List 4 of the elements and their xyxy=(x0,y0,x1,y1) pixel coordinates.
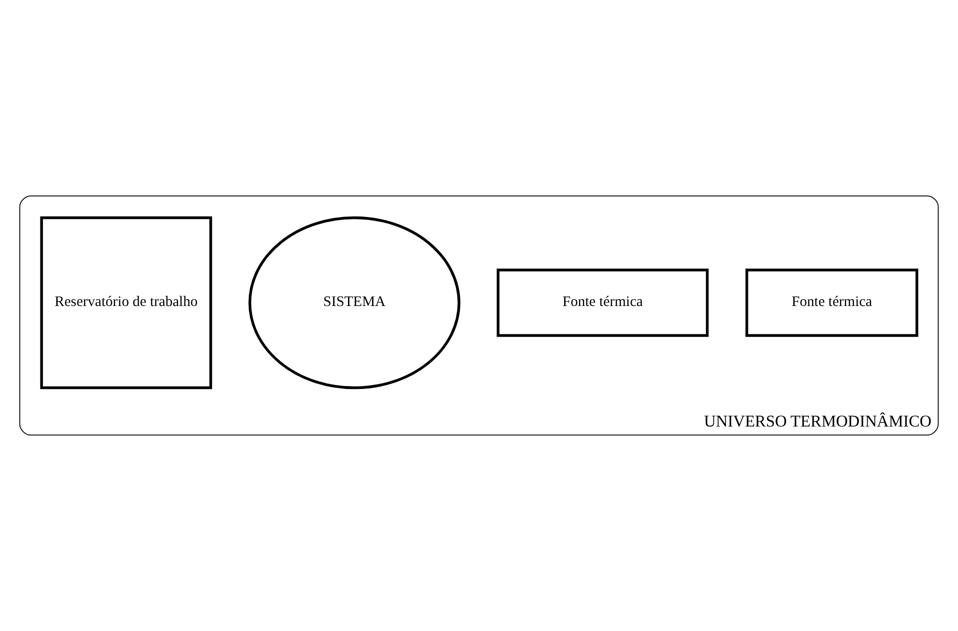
node-box: Reservatório de trabalho xyxy=(40,216,212,390)
node-box: Fonte térmica xyxy=(745,268,918,337)
node-ellipse: SISTEMA xyxy=(248,216,460,390)
node-box: Fonte térmica xyxy=(496,268,709,337)
